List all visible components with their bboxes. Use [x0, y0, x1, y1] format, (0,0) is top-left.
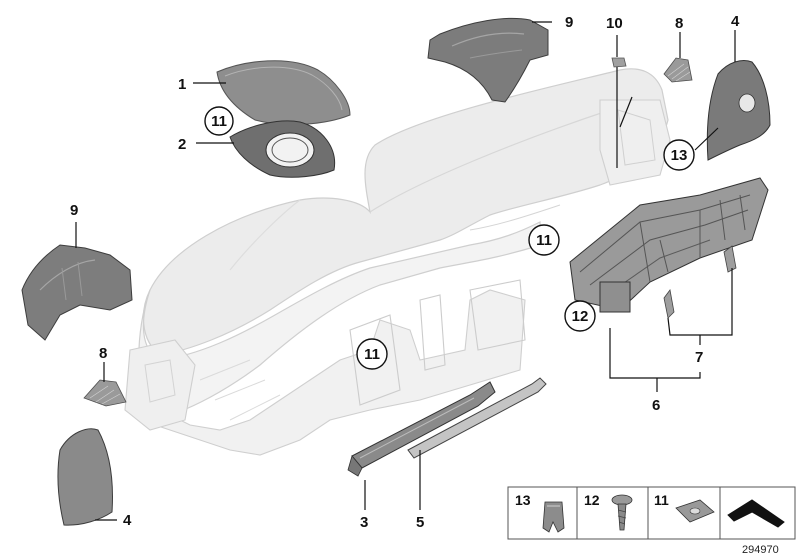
- callout-1: 1: [178, 76, 186, 93]
- part-10-clip[interactable]: [611, 57, 627, 68]
- leader-lines: [75, 21, 736, 521]
- dashboard-carrier[interactable]: [124, 68, 671, 456]
- callout-8-top: 8: [675, 15, 683, 32]
- part-8-tweeter-cover-top[interactable]: [663, 57, 693, 83]
- svg-text:11: 11: [536, 232, 552, 249]
- part-2-speaker-frame[interactable]: [229, 120, 336, 178]
- legend-label-12: 12: [584, 492, 600, 508]
- clip-icon: [542, 501, 565, 533]
- callout-8-left: 8: [99, 345, 107, 362]
- callout-4-top: 4: [731, 13, 740, 30]
- callout-10: 10: [606, 15, 623, 32]
- circled-callout-11-center: 11: [356, 338, 388, 370]
- circled-callout-12: 12: [564, 300, 596, 332]
- legend-label-13: 13: [515, 492, 531, 508]
- svg-text:13: 13: [671, 147, 688, 164]
- part-4-side-trim-top[interactable]: [706, 60, 771, 161]
- part-4-side-trim-left[interactable]: [57, 428, 113, 526]
- nut-clip-icon: [675, 499, 715, 523]
- screw-icon: [611, 494, 633, 531]
- part-7-bracket-b[interactable]: [723, 245, 737, 273]
- legend-box: 13 12 11: [507, 486, 796, 540]
- callout-labels: 1 2 9 10 8 4 9 8 4 3 5 6 7: [70, 13, 740, 531]
- part-5-decor-trim[interactable]: [407, 377, 547, 459]
- legend-label-11: 11: [654, 492, 669, 508]
- part-3-trim-carrier[interactable]: [347, 381, 496, 477]
- callout-6: 6: [652, 397, 660, 414]
- callout-7: 7: [695, 349, 703, 366]
- svg-text:11: 11: [211, 113, 227, 130]
- part-9-air-duct-left[interactable]: [21, 244, 133, 341]
- callout-9-top: 9: [565, 14, 573, 31]
- callout-2: 2: [178, 136, 186, 153]
- callout-4-left: 4: [123, 512, 132, 529]
- svg-text:11: 11: [364, 346, 380, 363]
- trim-profile-icon: [727, 499, 785, 528]
- circled-callout-11-right: 11: [528, 224, 560, 256]
- part-1-speaker-grille[interactable]: [216, 60, 351, 126]
- part-8-tweeter-cover-left[interactable]: [83, 379, 127, 407]
- circled-callout-13: 13: [663, 139, 695, 171]
- callout-3: 3: [360, 514, 368, 531]
- part-9-air-duct-top[interactable]: [427, 17, 549, 103]
- svg-text:12: 12: [572, 308, 589, 325]
- diagram-number: 294970: [742, 544, 779, 556]
- part-6-glovebox-carrier[interactable]: [569, 177, 769, 313]
- callout-5: 5: [416, 514, 424, 531]
- part-7-bracket-a[interactable]: [663, 289, 675, 319]
- callout-9-left: 9: [70, 202, 78, 219]
- circled-callout-11-top: 11: [204, 106, 234, 136]
